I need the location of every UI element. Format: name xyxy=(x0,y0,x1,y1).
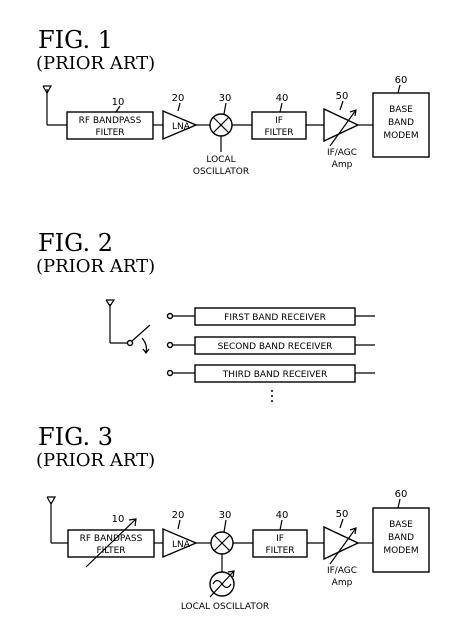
fig3-ref-20: 20 xyxy=(172,510,185,521)
fig3-agc-label-1: IF/AGC xyxy=(327,566,357,576)
fig1-if-filter-label-1: IF xyxy=(275,116,283,126)
fig3-ref-10: 10 xyxy=(112,514,125,525)
fig3-rf-filter-label-2: FILTER xyxy=(96,546,125,556)
fig1-baseband-modem: BASE BAND MODEM 60 xyxy=(372,75,430,158)
fig3-title: FIG. 3 xyxy=(38,423,113,451)
fig3-ref-40: 40 xyxy=(276,510,289,521)
figure-3: FIG. 3 (PRIOR ART) RF BANDPASS FILTER 10… xyxy=(36,423,430,612)
fig3-lna-amplifier: LNA 20 xyxy=(162,510,198,559)
fig3-modem-label-1: BASE xyxy=(389,520,413,530)
fig1-lna-label: LNA xyxy=(172,122,191,132)
fig2-second-band-label: SECOND BAND RECEIVER xyxy=(218,342,333,352)
fig1-rf-bandpass-filter: RF BANDPASS FILTER 10 xyxy=(66,97,154,140)
fig1-local-osc-label-1: LOCAL xyxy=(206,155,235,165)
fig1-local-osc-label-2: OSCILLATOR xyxy=(193,167,249,177)
fig2-title: FIG. 2 xyxy=(38,229,113,257)
fig2-subtitle: (PRIOR ART) xyxy=(36,256,155,277)
fig3-rf-bandpass-filter: RF BANDPASS FILTER 10 xyxy=(67,514,155,568)
fig2-third-band-label: THIRD BAND RECEIVER xyxy=(222,370,327,380)
fig3-if-filter: IF FILTER 40 xyxy=(252,510,308,558)
fig1-ref-50: 50 xyxy=(336,91,349,102)
fig3-local-osc-label: LOCAL OSCILLATOR xyxy=(181,602,269,612)
fig1-ref-30: 30 xyxy=(219,93,232,104)
fig3-ref-50: 50 xyxy=(336,509,349,520)
figure-2: FIG. 2 (PRIOR ART) FIRST BAND RECEIVER S… xyxy=(36,229,375,402)
fig3-local-oscillator: LOCAL OSCILLATOR xyxy=(181,570,269,612)
fig3-agc-label-2: Amp xyxy=(332,578,353,588)
figure-1: FIG. 1 (PRIOR ART) RF BANDPASS FILTER 10… xyxy=(36,26,430,177)
fig3-if-filter-label-2: FILTER xyxy=(265,546,294,556)
fig1-rf-filter-label-1: RF BANDPASS xyxy=(79,116,142,126)
fig1-subtitle: (PRIOR ART) xyxy=(36,53,155,74)
fig1-mixer: 30 LOCAL OSCILLATOR xyxy=(193,93,249,177)
fig3-antenna-icon xyxy=(46,496,68,544)
fig1-if-agc-amplifier: 50 IF/AGC Amp xyxy=(323,91,360,170)
fig2-continuation-dots xyxy=(271,390,273,402)
fig1-ref-40: 40 xyxy=(276,93,289,104)
fig1-rf-filter-label-2: FILTER xyxy=(95,128,124,138)
fig3-ref-30: 30 xyxy=(219,510,232,521)
fig3-if-agc-amplifier: 50 IF/AGC Amp xyxy=(323,509,360,588)
fig1-ref-20: 20 xyxy=(172,93,185,104)
fig3-baseband-modem: BASE BAND MODEM 60 xyxy=(372,489,430,573)
fig2-second-band-receiver: SECOND BAND RECEIVER xyxy=(166,336,375,355)
fig3-mixer: 30 xyxy=(210,510,234,572)
fig2-third-band-receiver: THIRD BAND RECEIVER xyxy=(166,364,375,383)
fig1-modem-label-3: MODEM xyxy=(383,131,418,141)
fig1-agc-label-2: Amp xyxy=(332,160,353,170)
fig3-rf-filter-label-1: RF BANDPASS xyxy=(80,534,143,544)
fig2-first-band-label: FIRST BAND RECEIVER xyxy=(224,313,326,323)
fig3-modem-label-2: BAND xyxy=(388,533,414,543)
fig2-first-band-receiver: FIRST BAND RECEIVER xyxy=(166,307,375,326)
fig3-subtitle: (PRIOR ART) xyxy=(36,450,155,471)
fig1-modem-label-2: BAND xyxy=(388,118,414,128)
fig1-if-filter-label-2: FILTER xyxy=(264,128,293,138)
fig1-antenna-icon xyxy=(42,85,67,126)
fig3-lna-label: LNA xyxy=(172,540,191,550)
fig3-modem-label-3: MODEM xyxy=(383,546,418,556)
fig2-antenna-switch xyxy=(105,299,151,354)
fig1-modem-label-1: BASE xyxy=(389,105,413,115)
fig1-ref-60: 60 xyxy=(395,75,408,86)
fig3-if-filter-label-1: IF xyxy=(276,534,284,544)
fig1-ref-10: 10 xyxy=(112,97,125,108)
fig1-lna-amplifier: LNA 20 xyxy=(162,93,198,141)
fig1-if-filter: IF FILTER 40 xyxy=(251,93,307,140)
fig1-title: FIG. 1 xyxy=(38,26,113,54)
fig1-agc-label-1: IF/AGC xyxy=(327,148,357,158)
fig3-ref-60: 60 xyxy=(395,489,408,500)
